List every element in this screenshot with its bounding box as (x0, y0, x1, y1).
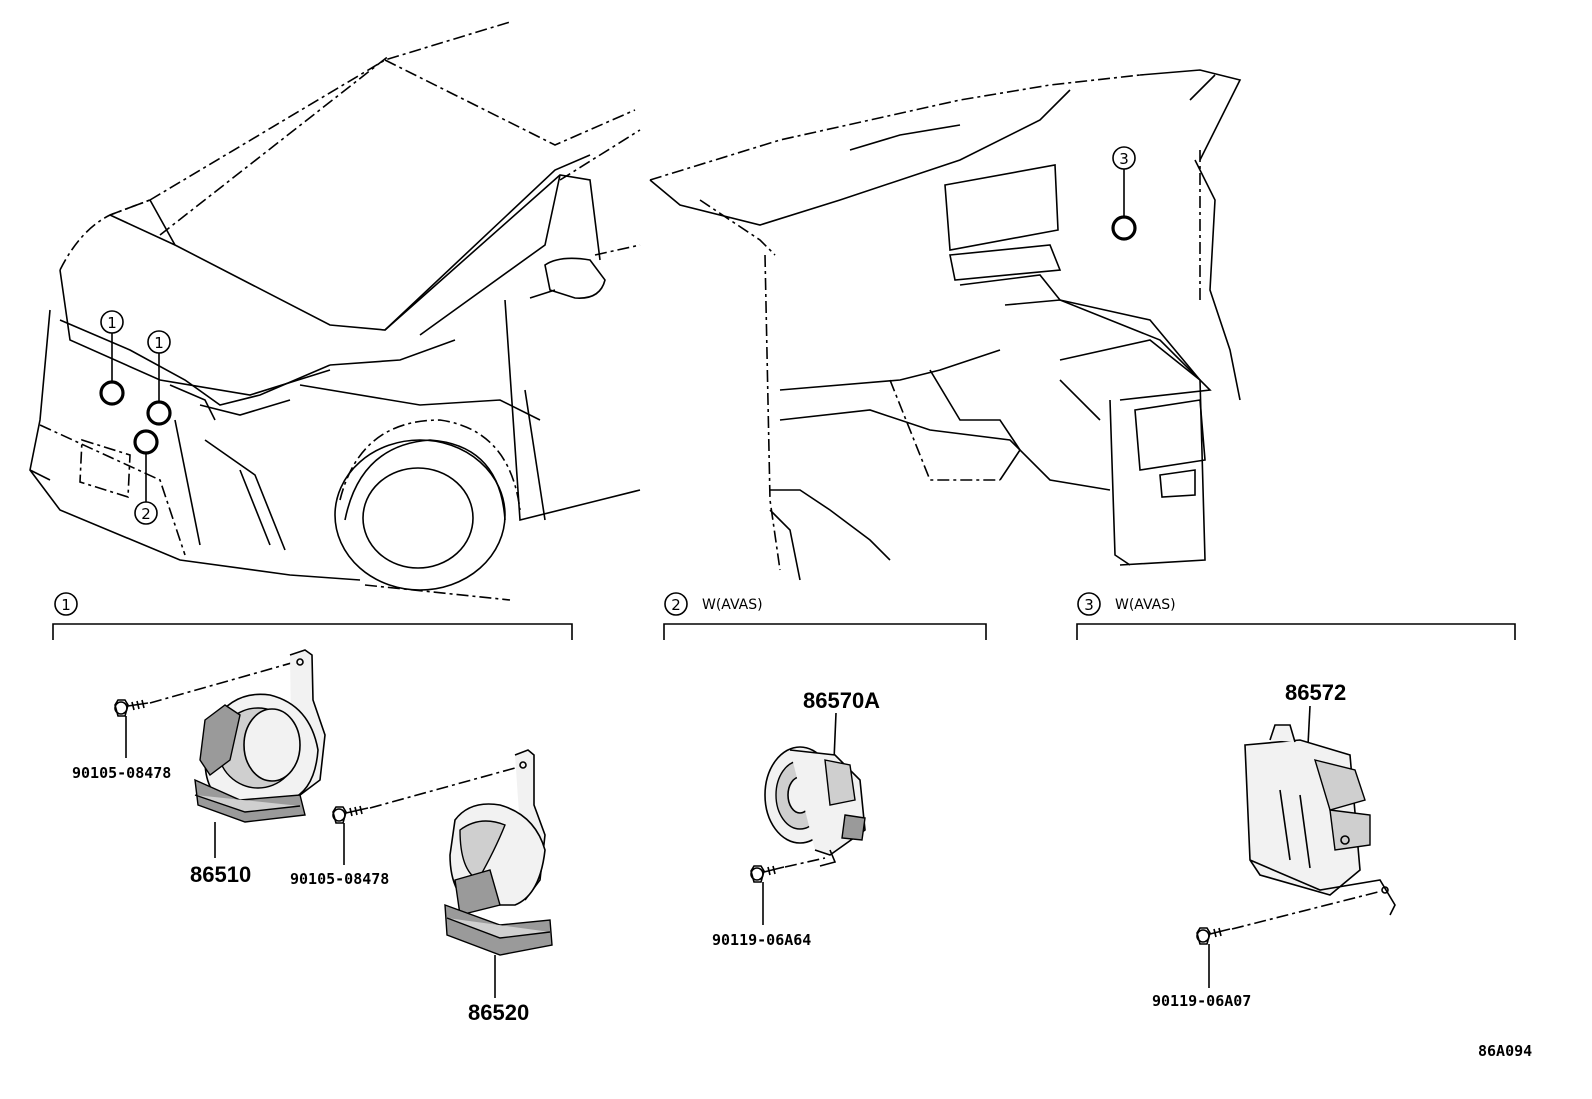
avas-speaker-86570A (764, 712, 866, 867)
part-number-90119-06A07: 90119-06A07 (1152, 992, 1251, 1010)
avas-controller-86572 (1244, 705, 1396, 916)
part-number-86510: 86510 (190, 862, 251, 887)
part-number-86570A: 86570A (803, 688, 880, 713)
bolt-90119-06A64 (750, 857, 826, 925)
vehicle-interior-illustration (649, 69, 1242, 581)
bolt-90119-06A07 (1196, 891, 1379, 988)
callout-2: 2 (133, 429, 159, 525)
diagram-id: 86A094 (1478, 1042, 1532, 1060)
svg-text:1: 1 (107, 314, 117, 332)
part-number-86520: 86520 (468, 1000, 529, 1025)
svg-text:W(AVAS): W(AVAS) (702, 597, 763, 613)
part-number-90119-06A64: 90119-06A64 (712, 931, 811, 949)
section-2-header: 2 W(AVAS) (663, 592, 987, 640)
svg-text:1: 1 (154, 334, 164, 352)
svg-text:1: 1 (61, 596, 71, 614)
callout-1b: 1 (146, 330, 172, 426)
part-number-90105-08478-a: 90105-08478 (72, 764, 171, 782)
svg-text:2: 2 (141, 505, 151, 523)
svg-text:3: 3 (1119, 150, 1129, 168)
bolt-90105-08478-a (114, 661, 296, 758)
horn-86520 (444, 749, 553, 998)
svg-text:2: 2 (671, 596, 681, 614)
part-number-86572: 86572 (1285, 680, 1346, 705)
horn-86510 (194, 649, 326, 858)
bolt-90105-08478-b (332, 767, 516, 865)
vehicle-front-illustration (29, 21, 641, 601)
svg-text:3: 3 (1084, 596, 1094, 614)
section-3-header: 3 W(AVAS) (1076, 592, 1516, 640)
part-number-90105-08478-b: 90105-08478 (290, 870, 389, 888)
svg-text:W(AVAS): W(AVAS) (1115, 597, 1176, 613)
section-1-header: 1 (52, 592, 573, 640)
callout-3: 3 (1111, 146, 1137, 241)
callout-1a: 1 (99, 310, 125, 406)
